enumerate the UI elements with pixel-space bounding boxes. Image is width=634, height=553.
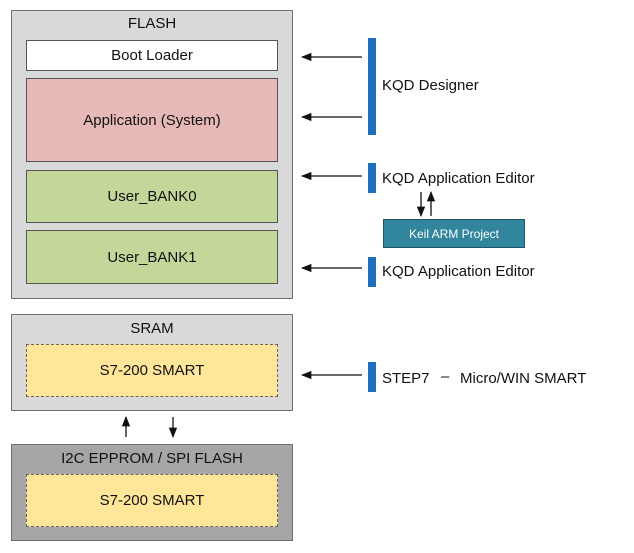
step7-dash: – [441, 368, 450, 385]
step7-bar [368, 362, 376, 392]
kqd-designer-bar [368, 38, 376, 135]
kqd-app-editor-label-2: KQD Application Editor [382, 263, 535, 280]
sram-s7-block: S7-200 SMART [26, 344, 278, 397]
kqd-app-editor-bar-2 [368, 257, 376, 287]
boot-loader-block: Boot Loader [26, 40, 278, 71]
eeprom-s7-block: S7-200 SMART [26, 474, 278, 527]
microwin-label: Micro/WIN SMART [460, 370, 587, 387]
keil-project-box: Keil ARM Project [383, 219, 525, 248]
application-block: Application (System) [26, 78, 278, 162]
user-bank1-block: User_BANK1 [26, 230, 278, 284]
user-bank0-block: User_BANK0 [26, 170, 278, 223]
flash-title: FLASH [127, 15, 177, 32]
sram-title: SRAM [130, 320, 174, 337]
step7-label: STEP7 [382, 370, 430, 387]
kqd-app-editor-bar-1 [368, 163, 376, 193]
kqd-designer-label: KQD Designer [382, 77, 479, 94]
eeprom-title: I2C EPPROM / SPI FLASH [61, 450, 243, 467]
kqd-app-editor-label-1: KQD Application Editor [382, 170, 535, 187]
